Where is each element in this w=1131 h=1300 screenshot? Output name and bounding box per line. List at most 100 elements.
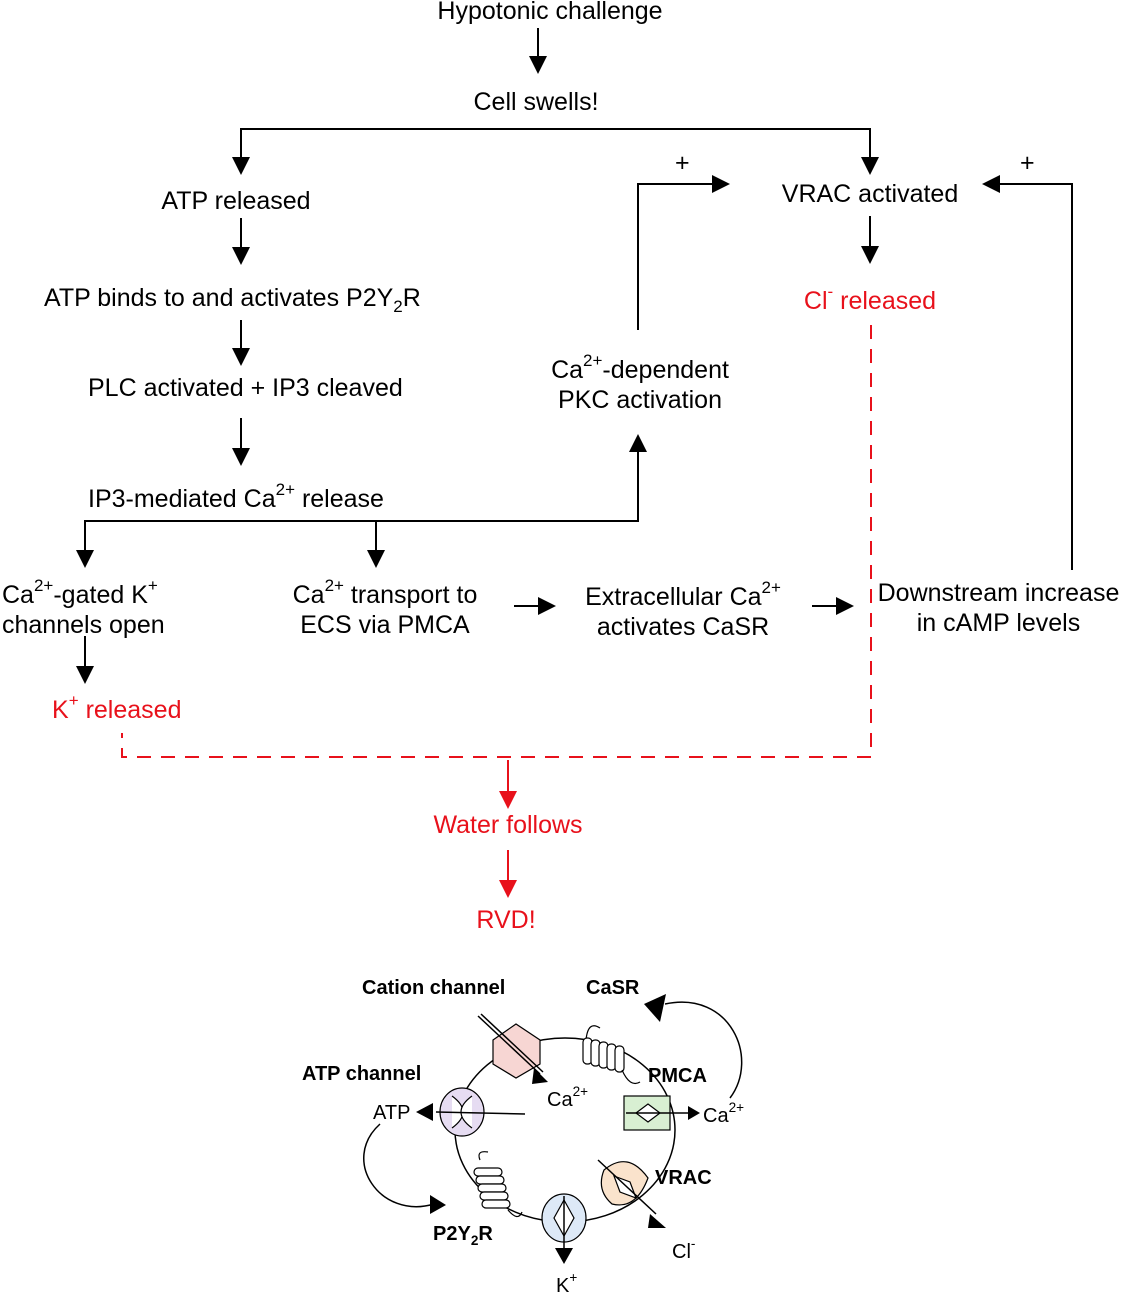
label-pmca: PMCA <box>648 1065 707 1087</box>
arrowhead <box>629 434 647 452</box>
label-casr: CaSR <box>586 977 640 999</box>
label-k-pre: K <box>556 1275 570 1297</box>
label-ca-in-pre: Ca <box>547 1089 573 1111</box>
label-atp: ATP <box>373 1102 411 1124</box>
label-cl: Cl- <box>672 1237 695 1264</box>
node-plc-activated: PLC activated + IP3 cleaved <box>88 374 403 402</box>
plus-sign-camp: + <box>1020 149 1035 177</box>
label-ca-outside: Ca2+ <box>703 1101 744 1128</box>
arrowhead <box>232 157 250 175</box>
node-kchan-line1: Ca2+-gated K+ <box>2 577 165 610</box>
cell-diagram <box>363 994 743 1264</box>
node-krel-sup: + <box>68 691 79 711</box>
arrowhead <box>982 175 1000 193</box>
node-pkc-post: -dependent <box>602 356 729 384</box>
arrowhead <box>76 550 94 568</box>
node-pkc-activation: Ca2+-dependent PKC activation <box>520 352 760 415</box>
label-p2y2r: P2Y2R <box>433 1222 493 1248</box>
red-arrowheads <box>499 791 517 898</box>
node-extracellular-ca: Extracellular Ca2+ activates CaSR <box>566 579 800 642</box>
node-cl-post: released <box>833 287 937 315</box>
casr-arrowhead <box>644 994 666 1022</box>
node-transport-post: transport to <box>343 581 478 609</box>
node-k-released: K+ released <box>52 692 182 725</box>
pmca-pump-icon <box>623 1095 700 1131</box>
node-atp-released: ATP released <box>161 187 311 215</box>
node-kchan-pre: Ca <box>2 581 34 609</box>
node-kchan-sup: 2+ <box>33 576 54 596</box>
red-connectors <box>121 325 872 880</box>
p2y2r-receptor-icon <box>473 1151 523 1218</box>
node-cell-swells: Cell swells! <box>473 88 599 116</box>
arrowhead <box>836 597 854 615</box>
arrowhead <box>76 666 94 684</box>
arrowhead <box>861 157 879 175</box>
label-k-sup: + <box>569 1270 578 1286</box>
node-pkc-pre: Ca <box>551 356 584 384</box>
node-pkc-line2: PKC activation <box>558 386 722 414</box>
arrow-pkc-to-vrac <box>637 183 712 330</box>
label-k: K+ <box>556 1271 577 1298</box>
ip3-split-line <box>84 452 639 550</box>
arrowhead <box>529 56 547 74</box>
node-ip3-sup: 2+ <box>275 480 295 500</box>
node-pkc-sup: 2+ <box>583 351 603 371</box>
node-cl-released: Cl- released <box>770 283 970 316</box>
label-p2y2r-pre: P2Y <box>433 1223 471 1245</box>
node-rvd: RVD! <box>476 906 536 934</box>
arrowhead <box>367 550 385 568</box>
node-transport-sup: 2+ <box>324 576 344 596</box>
flow-connectors <box>84 28 1073 666</box>
node-pkc-line1: Ca2+-dependent <box>520 352 760 385</box>
node-extra-sup: 2+ <box>761 578 781 598</box>
node-krel-post: released <box>78 696 182 724</box>
cation-channel-icon <box>477 1013 548 1084</box>
split-line <box>240 128 871 157</box>
node-extra-line1: Extracellular Ca2+ <box>566 579 800 612</box>
arrowhead <box>232 448 250 466</box>
node-atp-binds: ATP binds to and activates P2Y2R <box>44 283 421 316</box>
dashed-convergence-line <box>121 325 872 758</box>
node-hypotonic-challenge: Hypotonic challenge <box>437 0 663 25</box>
node-kchan-line2: channels open <box>2 611 165 639</box>
node-extra-line2: activates CaSR <box>596 613 770 641</box>
node-water-follows: Water follows <box>433 811 583 839</box>
arrowhead <box>712 175 730 193</box>
label-vrac: VRAC <box>655 1167 712 1189</box>
plus-sign-pkc: + <box>675 149 690 177</box>
node-krel-pre: K <box>52 696 69 724</box>
flow-arrowheads <box>76 56 1000 684</box>
label-p2y2r-post: R <box>478 1223 493 1245</box>
label-ca-in-sup: 2+ <box>572 1084 589 1100</box>
label-cation-channel: Cation channel <box>362 977 506 999</box>
node-atp-binds-post: R <box>402 284 421 312</box>
label-atp-channel: ATP channel <box>302 1063 422 1085</box>
node-transport-pre: Ca <box>292 581 325 609</box>
arrowhead <box>538 597 556 615</box>
label-p2y2r-sub: 2 <box>470 1233 479 1248</box>
vrac-channel-icon <box>597 1159 666 1228</box>
node-extra-pre: Extracellular Ca <box>585 583 762 611</box>
node-down-line1: Downstream increase <box>877 579 1120 607</box>
arrowhead <box>232 348 250 366</box>
node-ip3-pre: IP3-mediated Ca <box>88 485 276 513</box>
arrowhead <box>232 247 250 265</box>
arrowhead <box>499 791 517 809</box>
label-cl-pre: Cl <box>672 1241 691 1263</box>
node-atp-binds-sub: 2 <box>393 297 403 316</box>
label-ca-out-pre: Ca <box>703 1105 729 1127</box>
node-cl-sup: - <box>827 282 834 302</box>
node-cl-pre: Cl <box>803 287 828 315</box>
node-down-line2: in cAMP levels <box>916 609 1081 637</box>
node-transport-line1: Ca2+ transport to <box>270 577 500 610</box>
node-ip3-post: release <box>295 485 384 513</box>
node-k-channels-open: Ca2+-gated K+ channels open <box>2 577 165 640</box>
node-transport-line2: ECS via PMCA <box>300 611 470 639</box>
arrow-cAMP-to-vrac <box>1000 183 1073 570</box>
casr-receptor-icon <box>582 1001 743 1099</box>
node-kchan-mid: -gated K <box>53 581 148 609</box>
node-atp-binds-text: ATP binds to and activates P2Y <box>44 284 394 312</box>
label-ca-inside: Ca2+ <box>547 1085 588 1112</box>
